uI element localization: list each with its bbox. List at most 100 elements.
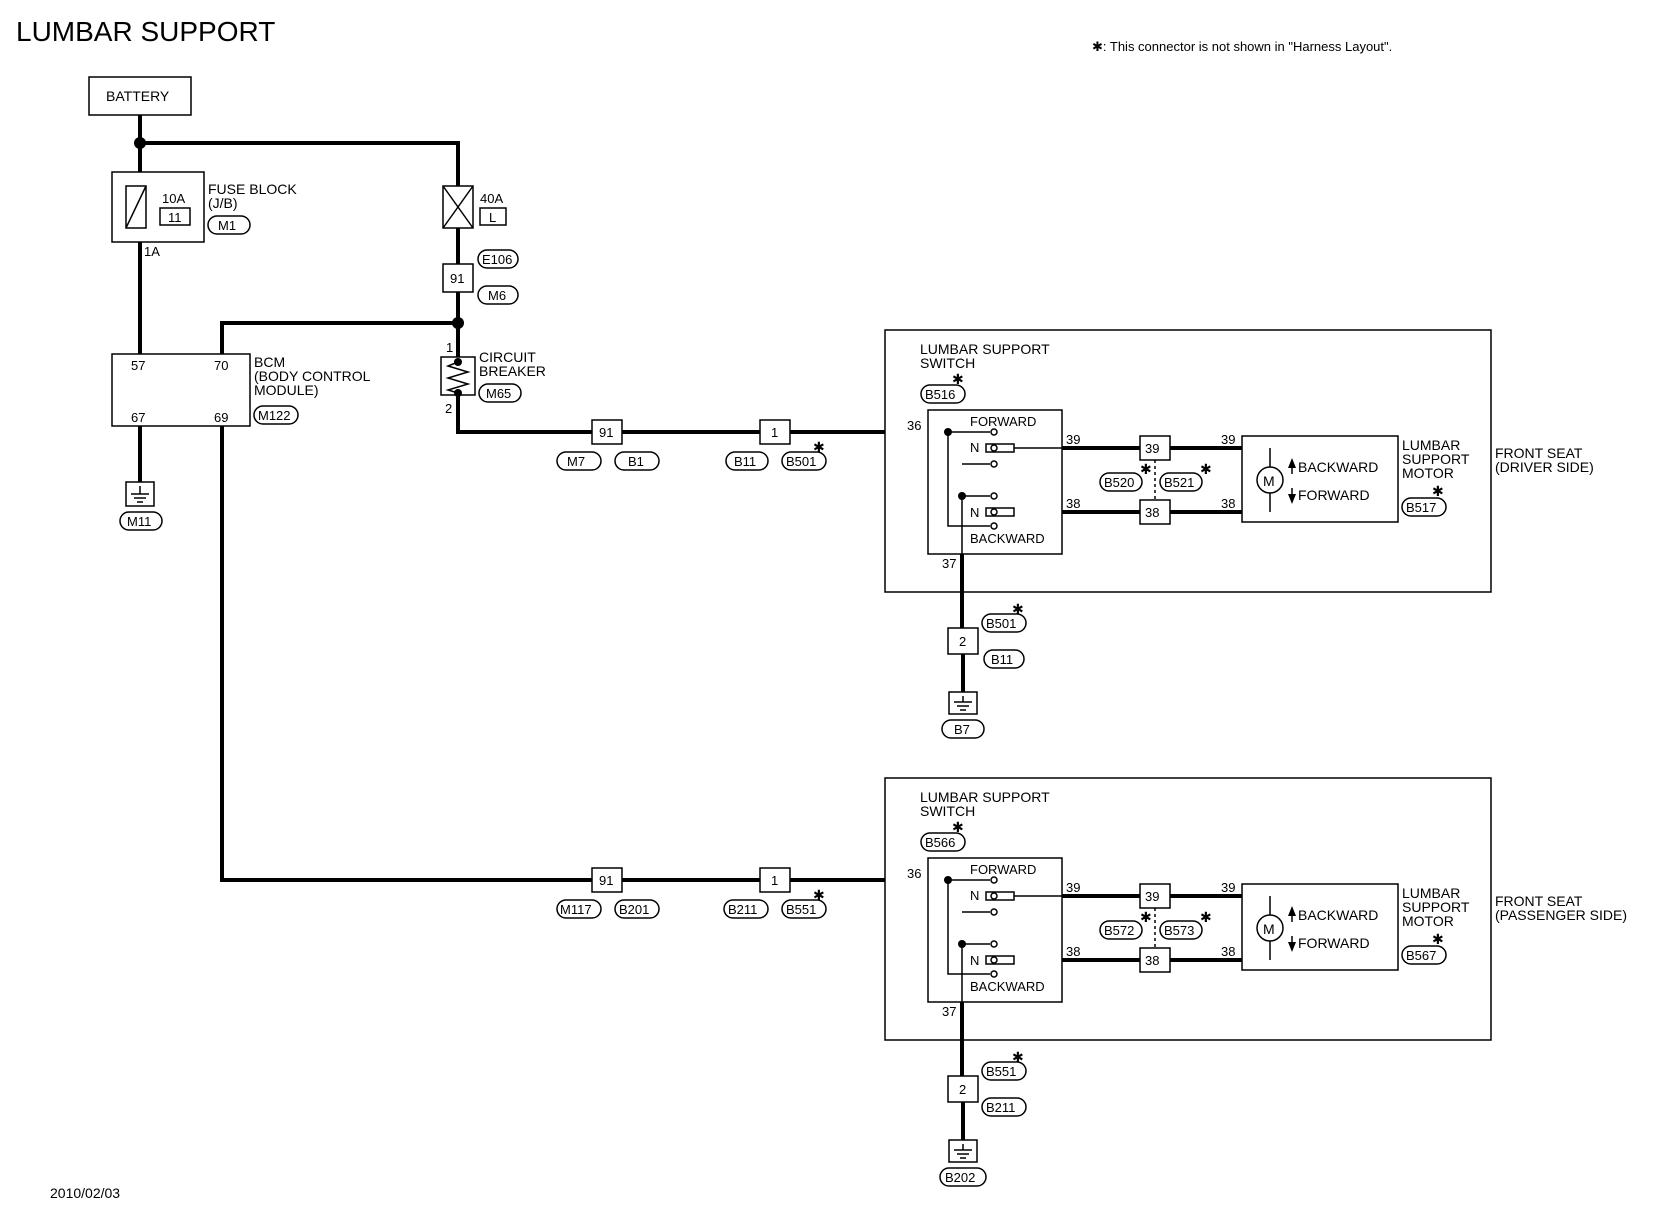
connector-b1 bbox=[614, 451, 660, 471]
connector-m122-label: M122 bbox=[258, 408, 291, 423]
passenger-contact-4 bbox=[990, 940, 998, 948]
fuse-number-box bbox=[159, 207, 191, 226]
connector-b566 bbox=[920, 832, 966, 852]
battery-to-fusible-link-wire bbox=[140, 141, 460, 186]
driver-inline-star: ✱ bbox=[813, 439, 825, 455]
diagram-date: 2010/02/03 bbox=[50, 1185, 120, 1201]
connector-b572 bbox=[1099, 920, 1143, 940]
passenger-switch-box bbox=[927, 857, 1063, 1003]
bcm-pin-67: 67 bbox=[131, 410, 145, 425]
connector-b11-label: B11 bbox=[734, 454, 756, 469]
connector-m1-label: M1 bbox=[218, 218, 236, 233]
driver-joint-38-label: 38 bbox=[1145, 505, 1159, 520]
connector-b501-ground-label: B501 bbox=[986, 616, 1016, 631]
connector-m7-label: M7 bbox=[567, 454, 585, 469]
driver-inline-1-pin: 1 bbox=[771, 425, 778, 440]
fuse-block-label: FUSE BLOCK bbox=[208, 181, 297, 197]
passenger-forward-arrow-icon bbox=[1288, 942, 1296, 952]
driver-pin-36: 36 bbox=[907, 418, 921, 433]
fuse-rating: 10A bbox=[162, 191, 185, 206]
passenger-ground-star: ✱ bbox=[1012, 1049, 1024, 1065]
fuse-block-jb-label: (J/B) bbox=[208, 195, 238, 211]
circuit-breaker-label-2: BREAKER bbox=[479, 363, 546, 379]
ground-b7 bbox=[941, 719, 985, 739]
passenger-motor-label-1: LUMBAR bbox=[1402, 885, 1460, 901]
passenger-joint-38-label: 38 bbox=[1145, 953, 1159, 968]
driver-motor-label-2: SUPPORT bbox=[1402, 451, 1470, 467]
ground-b202 bbox=[939, 1167, 987, 1187]
passenger-inline-91-pin: 91 bbox=[599, 873, 613, 888]
connector-b501-ground bbox=[981, 613, 1027, 633]
passenger-joint-39-label: 39 bbox=[1145, 889, 1159, 904]
connector-b517-label: B517 bbox=[1406, 500, 1436, 515]
driver-contact-2 bbox=[990, 444, 998, 452]
driver-motor-icon bbox=[1256, 466, 1284, 494]
driver-switch-label-2: SWITCH bbox=[920, 355, 975, 371]
bcm-label-3: MODULE) bbox=[254, 382, 319, 398]
driver-ground-box bbox=[948, 691, 978, 715]
driver-seat-label: FRONT SEAT bbox=[1495, 445, 1583, 461]
connector-b1-label: B1 bbox=[628, 454, 644, 469]
connector-e106-label: E106 bbox=[482, 252, 512, 267]
driver-ground-connector-2 bbox=[947, 627, 979, 655]
driver-seat-frame bbox=[884, 329, 1492, 593]
connector-b211-label: B211 bbox=[728, 902, 757, 917]
driver-inline-1 bbox=[759, 419, 791, 445]
passenger-inline-star: ✱ bbox=[813, 887, 825, 903]
driver-switch-lever-2 bbox=[985, 507, 1015, 517]
driver-switch-forward-line bbox=[947, 432, 990, 527]
bcm-label-2: (BODY CONTROL bbox=[254, 368, 371, 384]
connector-b551-ground bbox=[981, 1061, 1027, 1081]
driver-switch-n2: N bbox=[970, 505, 979, 520]
fusible-link-letter: L bbox=[489, 210, 496, 225]
passenger-motor-label-3: MOTOR bbox=[1402, 913, 1454, 929]
passenger-pin-38: 38 bbox=[1066, 944, 1080, 959]
fuse-symbol bbox=[125, 185, 147, 229]
ground-m11 bbox=[119, 511, 163, 531]
driver-joint-star-right: ✱ bbox=[1200, 461, 1212, 477]
connector-b201 bbox=[614, 899, 660, 919]
driver-seat-side-label: (DRIVER SIDE) bbox=[1495, 459, 1594, 475]
ground-m11-box bbox=[125, 481, 155, 507]
driver-motor-backward: BACKWARD bbox=[1298, 459, 1378, 475]
bcm-pin-70: 70 bbox=[214, 358, 228, 373]
driver-ground-pin: 2 bbox=[959, 634, 966, 649]
battery-label: BATTERY bbox=[106, 88, 170, 104]
driver-motor-box bbox=[1241, 435, 1399, 523]
passenger-contact-6 bbox=[990, 970, 998, 978]
connector-b566-label: B566 bbox=[925, 835, 955, 850]
passenger-side-group: FRONT SEAT (PASSENGER SIDE) 91 M117 B201… bbox=[556, 777, 1627, 1187]
connector-b572-label: B572 bbox=[1104, 923, 1134, 938]
passenger-contact-2 bbox=[990, 892, 998, 900]
driver-contact-5 bbox=[990, 508, 998, 516]
connector-m6-label: M6 bbox=[488, 288, 506, 303]
passenger-switch-n2: N bbox=[970, 953, 979, 968]
connector-b573 bbox=[1159, 920, 1203, 940]
passenger-switch-forward-line bbox=[947, 880, 990, 975]
driver-motor-label-1: LUMBAR bbox=[1402, 437, 1460, 453]
connector-b501-label: B501 bbox=[786, 454, 816, 469]
passenger-seat-frame bbox=[884, 777, 1492, 1041]
connector-b501 bbox=[781, 451, 827, 471]
ground-b202-label: B202 bbox=[945, 1170, 975, 1185]
driver-switch-box bbox=[927, 409, 1063, 555]
driver-inline-91 bbox=[591, 419, 623, 445]
diagram-title: LUMBAR SUPPORT bbox=[16, 16, 275, 47]
passenger-joint-star-left: ✱ bbox=[1140, 909, 1152, 925]
driver-pin-37: 37 bbox=[942, 556, 956, 571]
driver-motor-pin-38: 38 bbox=[1221, 496, 1235, 511]
connector-b551-ground-label: B551 bbox=[986, 1064, 1016, 1079]
connector-b211 bbox=[723, 899, 769, 919]
passenger-motor-icon bbox=[1256, 914, 1284, 942]
driver-inline-91-pin: 91 bbox=[599, 425, 613, 440]
connector-b567 bbox=[1401, 945, 1447, 965]
circuit-breaker-label: CIRCUIT bbox=[479, 349, 536, 365]
connector-b211-ground-label: B211 bbox=[986, 1100, 1015, 1115]
breaker-pin1-label: 1 bbox=[446, 340, 453, 355]
driver-contact-4 bbox=[990, 492, 998, 500]
connector-b567-label: B567 bbox=[1406, 948, 1436, 963]
connector-b201-label: B201 bbox=[619, 902, 649, 917]
driver-forward-arrow-icon bbox=[1288, 494, 1296, 504]
driver-joint-39-label: 39 bbox=[1145, 441, 1159, 456]
passenger-ground-pin: 2 bbox=[959, 1082, 966, 1097]
